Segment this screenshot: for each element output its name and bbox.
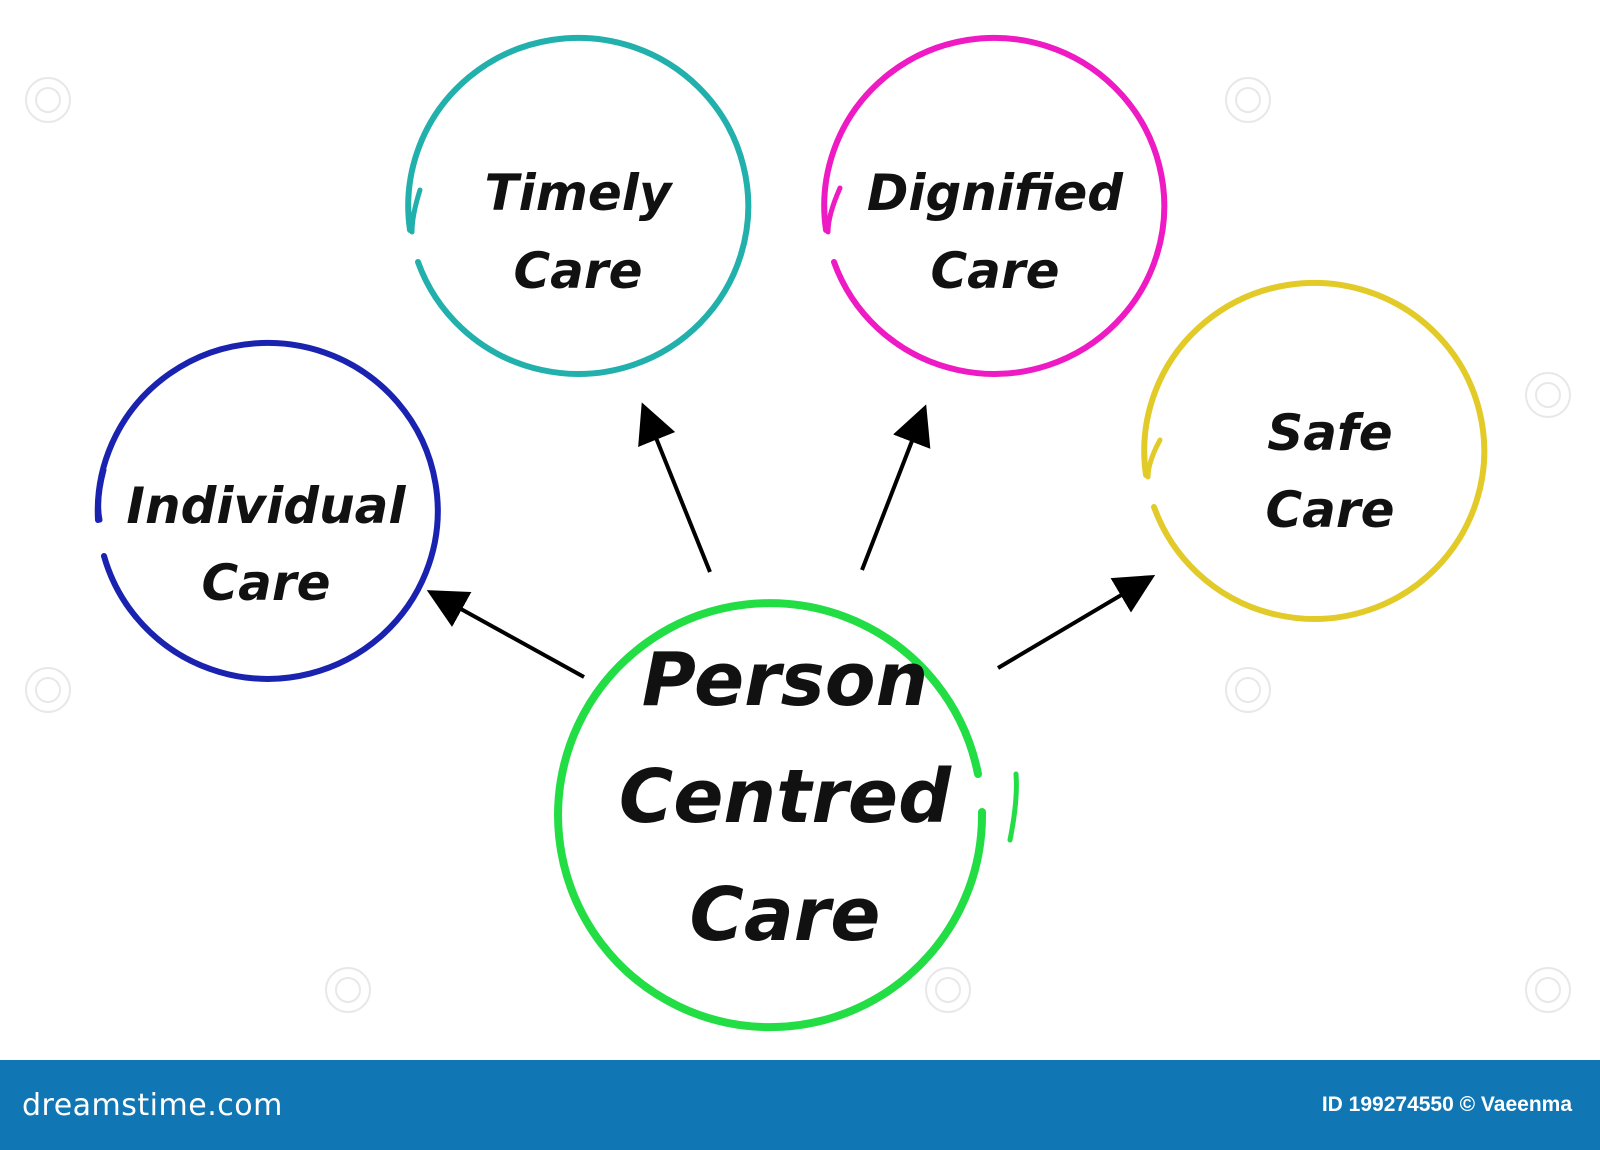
timely-care-circle-tail bbox=[409, 187, 423, 235]
individual-care-line1: Individual bbox=[126, 477, 406, 535]
brand-logo-text: dreamstime.com bbox=[22, 1087, 283, 1123]
individual-care-circle bbox=[94, 339, 441, 682]
stock-footer-bar: dreamstime.com ID 199274550 © Vaeenma bbox=[0, 1060, 1600, 1150]
dignified-care-line1: Dignified bbox=[867, 164, 1124, 222]
node-safe-care: Safe Care bbox=[1141, 279, 1488, 622]
person-centred-care-diagram: Individual Care Timely Care Dignified Ca… bbox=[25, 34, 1571, 1032]
watermark-swirl-icon bbox=[1525, 967, 1571, 1013]
arrow-to-dignified bbox=[860, 404, 931, 571]
timely-care-circle bbox=[405, 34, 752, 377]
safe-care-circle-tail bbox=[1145, 437, 1163, 480]
person-centred-care-line1: Person bbox=[642, 637, 929, 723]
safe-care-line1: Safe bbox=[1267, 404, 1392, 462]
timely-care-line1: Timely bbox=[485, 164, 674, 222]
watermark-swirl-icon bbox=[35, 87, 61, 113]
safe-care-line2: Care bbox=[1265, 481, 1394, 539]
watermark-pattern bbox=[25, 77, 1571, 1013]
watermark-swirl-icon bbox=[25, 77, 71, 123]
individual-care-line2: Care bbox=[201, 554, 330, 612]
person-centred-care-line2: Centred bbox=[619, 754, 952, 840]
dignified-care-line2: Care bbox=[930, 242, 1059, 300]
node-timely-care: Timely Care bbox=[405, 34, 752, 377]
watermark-swirl-icon bbox=[1525, 372, 1571, 418]
watermark-swirl-icon bbox=[1535, 977, 1561, 1003]
safe-care-circle bbox=[1141, 279, 1488, 622]
node-individual-care: Individual Care bbox=[94, 339, 441, 682]
timely-care-line2: Care bbox=[513, 242, 642, 300]
person-centred-care-circle bbox=[554, 599, 987, 1032]
dignified-care-circle-tail bbox=[825, 185, 843, 235]
individual-care-circle-tail bbox=[96, 467, 107, 523]
watermark-swirl-icon bbox=[1225, 667, 1271, 713]
node-dignified-care: Dignified Care bbox=[821, 34, 1168, 377]
arrows bbox=[426, 402, 1156, 679]
watermark-swirl-icon bbox=[335, 977, 361, 1003]
arrow-to-safe bbox=[996, 574, 1156, 670]
arrow-to-individual bbox=[426, 590, 585, 679]
watermark-swirl-icon bbox=[325, 967, 371, 1013]
watermark-swirl-icon bbox=[25, 667, 71, 713]
watermark-swirl-icon bbox=[35, 677, 61, 703]
dignified-care-circle bbox=[821, 34, 1168, 377]
watermark-swirl-icon bbox=[1235, 87, 1261, 113]
arrow-to-timely bbox=[638, 402, 712, 573]
watermark-swirl-icon bbox=[1235, 677, 1261, 703]
watermark-swirl-icon bbox=[935, 977, 961, 1003]
watermark-swirl-icon bbox=[1535, 382, 1561, 408]
image-credit: ID 199274550 © Vaeenma bbox=[1321, 1093, 1572, 1116]
person-centred-care-line3: Care bbox=[690, 872, 881, 958]
node-person-centred-care: Person Centred Care bbox=[554, 599, 1019, 1032]
watermark-swirl-icon bbox=[1225, 77, 1271, 123]
watermark-swirl-icon bbox=[925, 967, 971, 1013]
person-centred-care-circle-tail bbox=[1007, 771, 1019, 843]
